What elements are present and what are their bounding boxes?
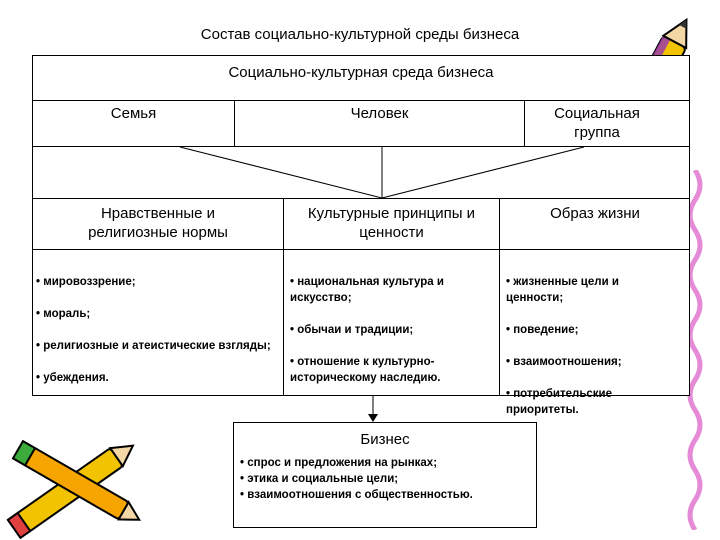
list-item: • убеждения. [36, 372, 109, 384]
person-label: Человек [350, 105, 409, 122]
family-box [32, 100, 235, 147]
business-box [233, 422, 537, 528]
category-content-culture [283, 249, 500, 396]
lifestyle-list: • жизненные цели и ценности; • поведение… [506, 258, 666, 434]
list-item: • отношение к культурно-историческому на… [290, 356, 441, 384]
category-title-culture: Культурные принципы и ценности [307, 205, 476, 241]
list-item: • потребительские приоритеты. [506, 388, 612, 416]
list-item: • взаимоотношения с общественностью. [240, 489, 473, 501]
convergence-band [32, 146, 690, 199]
top-header-text: Социально-культурная среда бизнеса [228, 64, 494, 81]
wavy-line-decoration [687, 170, 703, 530]
social-group-box [524, 100, 690, 147]
category-content-lifestyle [499, 249, 690, 396]
family-label: Семья [110, 105, 157, 122]
category-content-morals [32, 249, 284, 396]
person-box [234, 100, 525, 147]
list-item: • жизненные цели и ценности; [506, 276, 619, 304]
list-item: • взаимоотношения; [506, 356, 622, 368]
list-item: • спрос и предложения на рынках; [240, 457, 438, 469]
diagram-title: Состав социально-культурной среды бизнес… [200, 26, 520, 43]
top-header-box: Социально-культурная среда бизнеса [32, 55, 690, 101]
category-box-lifestyle [499, 198, 690, 250]
social-group-label: Социальная группа [554, 105, 640, 141]
pencils-clipart-bottom-left [6, 439, 142, 540]
list-item: • религиозные и атеистические взгляды; [36, 340, 271, 352]
culture-list: • национальная культура и искусство; • о… [290, 258, 496, 402]
list-item: • национальная культура и искусство; [290, 276, 444, 304]
category-title-morals: Нравственные и религиозные нормы [88, 205, 228, 241]
business-list: • спрос и предложения на рынках; • этика… [240, 455, 532, 503]
category-title-lifestyle: Образ жизни [550, 205, 640, 222]
morals-list: • мировоззрение; • мораль; • религиозные… [36, 258, 276, 402]
list-item: • поведение; [506, 324, 579, 336]
list-item: • этика и социальные цели; [240, 473, 399, 485]
list-item: • обычаи и традиции; [290, 324, 414, 336]
business-title: Бизнес [360, 431, 410, 448]
list-item: • мораль; [36, 308, 91, 320]
category-box-morals [32, 198, 284, 250]
list-item: • мировоззрение; [36, 276, 136, 288]
arrow-to-business-head [368, 414, 378, 422]
